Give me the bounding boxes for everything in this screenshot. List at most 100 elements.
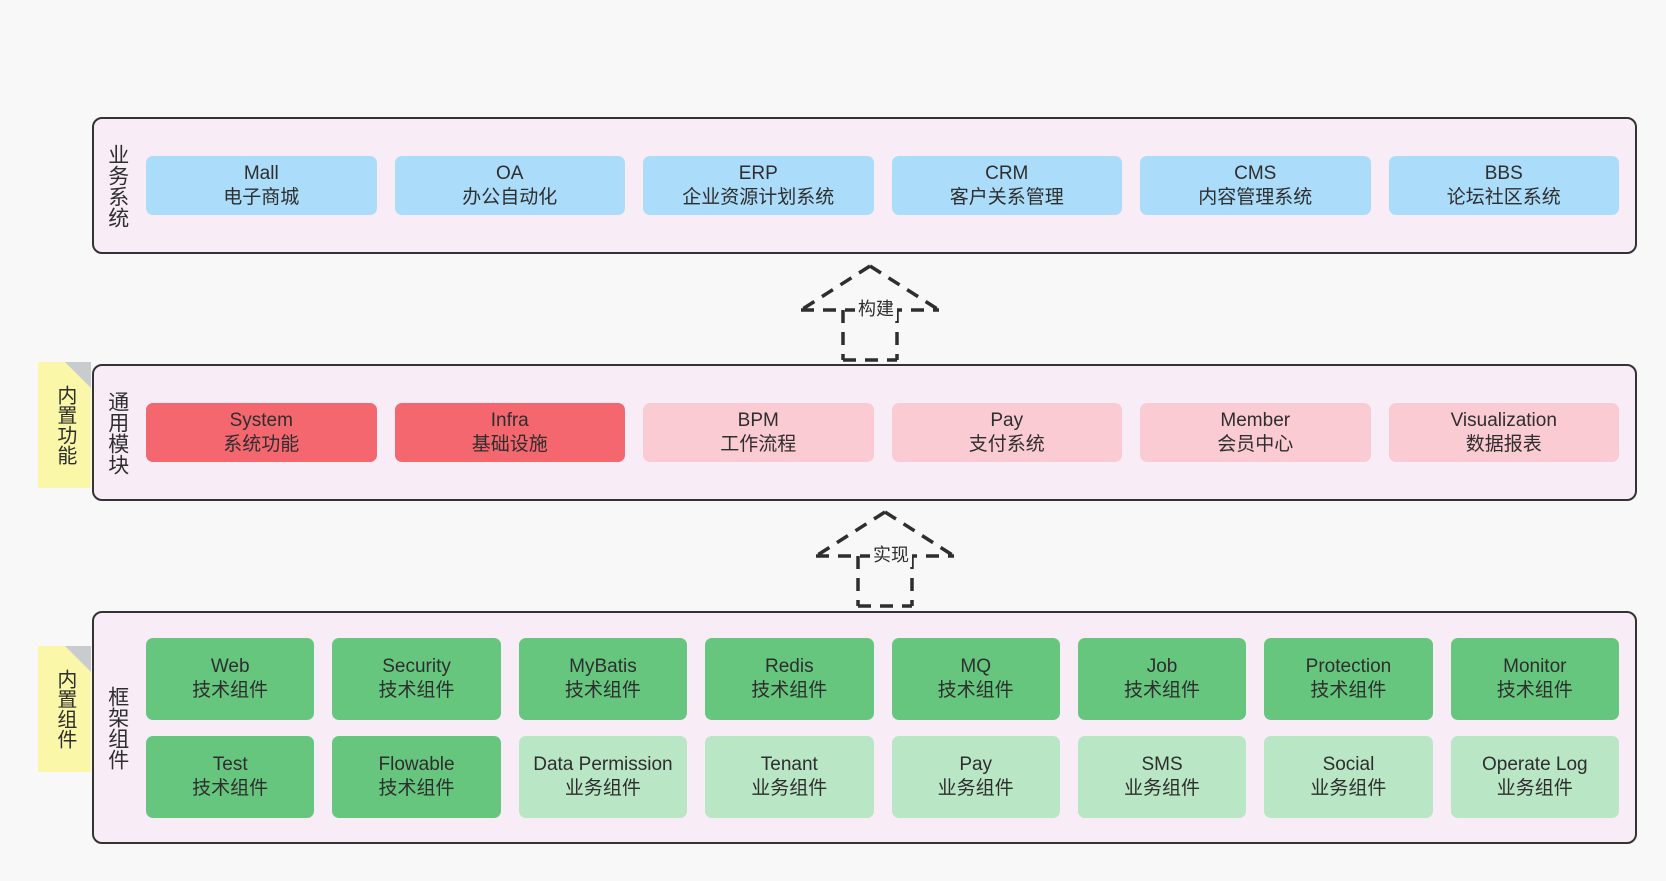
card-title-en: Data Permission bbox=[533, 753, 673, 775]
card-title-en: Redis bbox=[765, 655, 814, 677]
card-title-en: MyBatis bbox=[569, 655, 637, 677]
card-web[interactable]: Web 技术组件 bbox=[146, 637, 315, 720]
card-title-cn: 技术组件 bbox=[1310, 679, 1387, 701]
card-title-cn: 业务组件 bbox=[564, 777, 641, 799]
card-title-cn: 技术组件 bbox=[937, 679, 1014, 701]
card-title-en: BBS bbox=[1484, 162, 1523, 184]
business-layer-title: 业务系统 bbox=[105, 143, 129, 228]
card-title-en: Visualization bbox=[1450, 409, 1557, 431]
card-title-cn: 支付系统 bbox=[968, 433, 1045, 455]
card-title-cn: 业务组件 bbox=[1124, 777, 1201, 799]
card-pay-component[interactable]: Pay 业务组件 bbox=[891, 735, 1060, 818]
card-title-en: System bbox=[229, 409, 293, 431]
card-title-cn: 业务组件 bbox=[937, 777, 1014, 799]
card-title-en: CMS bbox=[1234, 162, 1277, 184]
card-title-cn: 会员中心 bbox=[1217, 433, 1294, 455]
connector-implement-label: 实现 bbox=[870, 541, 912, 567]
framework-component-layer: 框架组件 Web 技术组件 Security 技术组件 MyBatis 技术组件… bbox=[92, 611, 1637, 844]
module-layer-cards: System 系统功能 Infra 基础设施 BPM 工作流程 Pay 支付系统… bbox=[140, 366, 1635, 499]
card-flowable[interactable]: Flowable 技术组件 bbox=[332, 735, 501, 818]
card-title-cn: 电子商城 bbox=[223, 186, 300, 208]
card-title-en: Protection bbox=[1305, 655, 1392, 677]
card-title-en: CRM bbox=[985, 162, 1029, 184]
card-title-cn: 系统功能 bbox=[223, 433, 300, 455]
card-title-en: OA bbox=[496, 162, 524, 184]
card-title-en: BPM bbox=[737, 409, 779, 431]
card-title-cn: 技术组件 bbox=[751, 679, 828, 701]
card-monitor[interactable]: Monitor 技术组件 bbox=[1450, 637, 1619, 720]
module-card-row: System 系统功能 Infra 基础设施 BPM 工作流程 Pay 支付系统… bbox=[146, 402, 1619, 463]
card-title-cn: 技术组件 bbox=[1124, 679, 1201, 701]
card-title-cn: 办公自动化 bbox=[462, 186, 558, 208]
card-pay-module[interactable]: Pay 支付系统 bbox=[891, 402, 1122, 463]
card-data-permission[interactable]: Data Permission 业务组件 bbox=[518, 735, 688, 818]
card-oa[interactable]: OA 办公自动化 bbox=[394, 155, 625, 216]
card-tenant[interactable]: Tenant 业务组件 bbox=[705, 735, 874, 818]
sticky-note-builtin-component: 内置组件 bbox=[38, 646, 91, 772]
card-title-en: SMS bbox=[1141, 753, 1183, 775]
card-title-en: Job bbox=[1146, 655, 1178, 677]
card-title-cn: 技术组件 bbox=[564, 679, 641, 701]
card-cms[interactable]: CMS 内容管理系统 bbox=[1140, 155, 1371, 216]
sticky-note-builtin-function: 内置功能 bbox=[38, 362, 91, 488]
connector-build-label: 构建 bbox=[855, 295, 897, 321]
card-infra[interactable]: Infra 基础设施 bbox=[394, 402, 625, 463]
card-crm[interactable]: CRM 客户关系管理 bbox=[891, 155, 1122, 216]
business-layer-cards: Mall 电子商城 OA 办公自动化 ERP 企业资源计划系统 CRM 客户关系… bbox=[140, 119, 1635, 252]
card-title-cn: 工作流程 bbox=[720, 433, 797, 455]
card-mall[interactable]: Mall 电子商城 bbox=[146, 155, 377, 216]
card-mybatis[interactable]: MyBatis 技术组件 bbox=[518, 637, 688, 720]
generalization-stem bbox=[841, 310, 899, 362]
card-title-en: Operate Log bbox=[1481, 753, 1588, 775]
card-bpm[interactable]: BPM 工作流程 bbox=[643, 402, 874, 463]
generalization-stem bbox=[856, 556, 914, 608]
card-security[interactable]: Security 技术组件 bbox=[332, 637, 501, 720]
card-title-en: ERP bbox=[738, 162, 778, 184]
card-title-en: Flowable bbox=[378, 753, 455, 775]
card-title-cn: 技术组件 bbox=[1496, 679, 1573, 701]
card-mq[interactable]: MQ 技术组件 bbox=[891, 637, 1060, 720]
card-title-cn: 数据报表 bbox=[1465, 433, 1542, 455]
card-title-cn: 技术组件 bbox=[378, 777, 455, 799]
card-title-en: Social bbox=[1322, 753, 1375, 775]
card-title-en: Pay bbox=[990, 409, 1024, 431]
card-title-en: Tenant bbox=[760, 753, 818, 775]
card-title-en: Pay bbox=[959, 753, 993, 775]
card-title-en: Security bbox=[382, 655, 451, 677]
card-bbs[interactable]: BBS 论坛社区系统 bbox=[1388, 155, 1619, 216]
card-title-cn: 技术组件 bbox=[378, 679, 455, 701]
card-title-cn: 技术组件 bbox=[192, 679, 269, 701]
card-visualization[interactable]: Visualization 数据报表 bbox=[1388, 402, 1619, 463]
card-title-en: Web bbox=[210, 655, 250, 677]
card-title-cn: 内容管理系统 bbox=[1198, 186, 1313, 208]
card-social[interactable]: Social 业务组件 bbox=[1264, 735, 1433, 818]
common-module-layer: 通用模块 System 系统功能 Infra 基础设施 BPM 工作流程 Pay… bbox=[92, 364, 1637, 501]
card-title-en: Test bbox=[212, 753, 248, 775]
card-title-en: Monitor bbox=[1503, 655, 1567, 677]
card-title-cn: 业务组件 bbox=[1496, 777, 1573, 799]
card-title-en: Member bbox=[1220, 409, 1291, 431]
card-title-cn: 业务组件 bbox=[1310, 777, 1387, 799]
framework-card-row-2: Test 技术组件 Flowable 技术组件 Data Permission … bbox=[146, 735, 1619, 818]
card-sms[interactable]: SMS 业务组件 bbox=[1077, 735, 1247, 818]
card-title-cn: 基础设施 bbox=[471, 433, 548, 455]
card-test[interactable]: Test 技术组件 bbox=[146, 735, 315, 818]
card-title-cn: 业务组件 bbox=[751, 777, 828, 799]
card-title-en: Mall bbox=[243, 162, 279, 184]
card-erp[interactable]: ERP 企业资源计划系统 bbox=[643, 155, 874, 216]
business-system-layer: 业务系统 Mall 电子商城 OA 办公自动化 ERP 企业资源计划系统 CRM… bbox=[92, 117, 1637, 254]
card-system[interactable]: System 系统功能 bbox=[146, 402, 377, 463]
framework-layer-cards: Web 技术组件 Security 技术组件 MyBatis 技术组件 Redi… bbox=[140, 613, 1635, 842]
card-redis[interactable]: Redis 技术组件 bbox=[705, 637, 874, 720]
business-card-row: Mall 电子商城 OA 办公自动化 ERP 企业资源计划系统 CRM 客户关系… bbox=[146, 155, 1619, 216]
framework-layer-title: 框架组件 bbox=[105, 685, 129, 770]
card-title-en: MQ bbox=[960, 655, 991, 677]
card-protection[interactable]: Protection 技术组件 bbox=[1264, 637, 1433, 720]
card-member[interactable]: Member 会员中心 bbox=[1140, 402, 1371, 463]
framework-card-row-1: Web 技术组件 Security 技术组件 MyBatis 技术组件 Redi… bbox=[146, 637, 1619, 720]
card-operate-log[interactable]: Operate Log 业务组件 bbox=[1450, 735, 1619, 818]
card-title-cn: 企业资源计划系统 bbox=[682, 186, 835, 208]
card-job[interactable]: Job 技术组件 bbox=[1077, 637, 1247, 720]
card-title-cn: 技术组件 bbox=[192, 777, 269, 799]
